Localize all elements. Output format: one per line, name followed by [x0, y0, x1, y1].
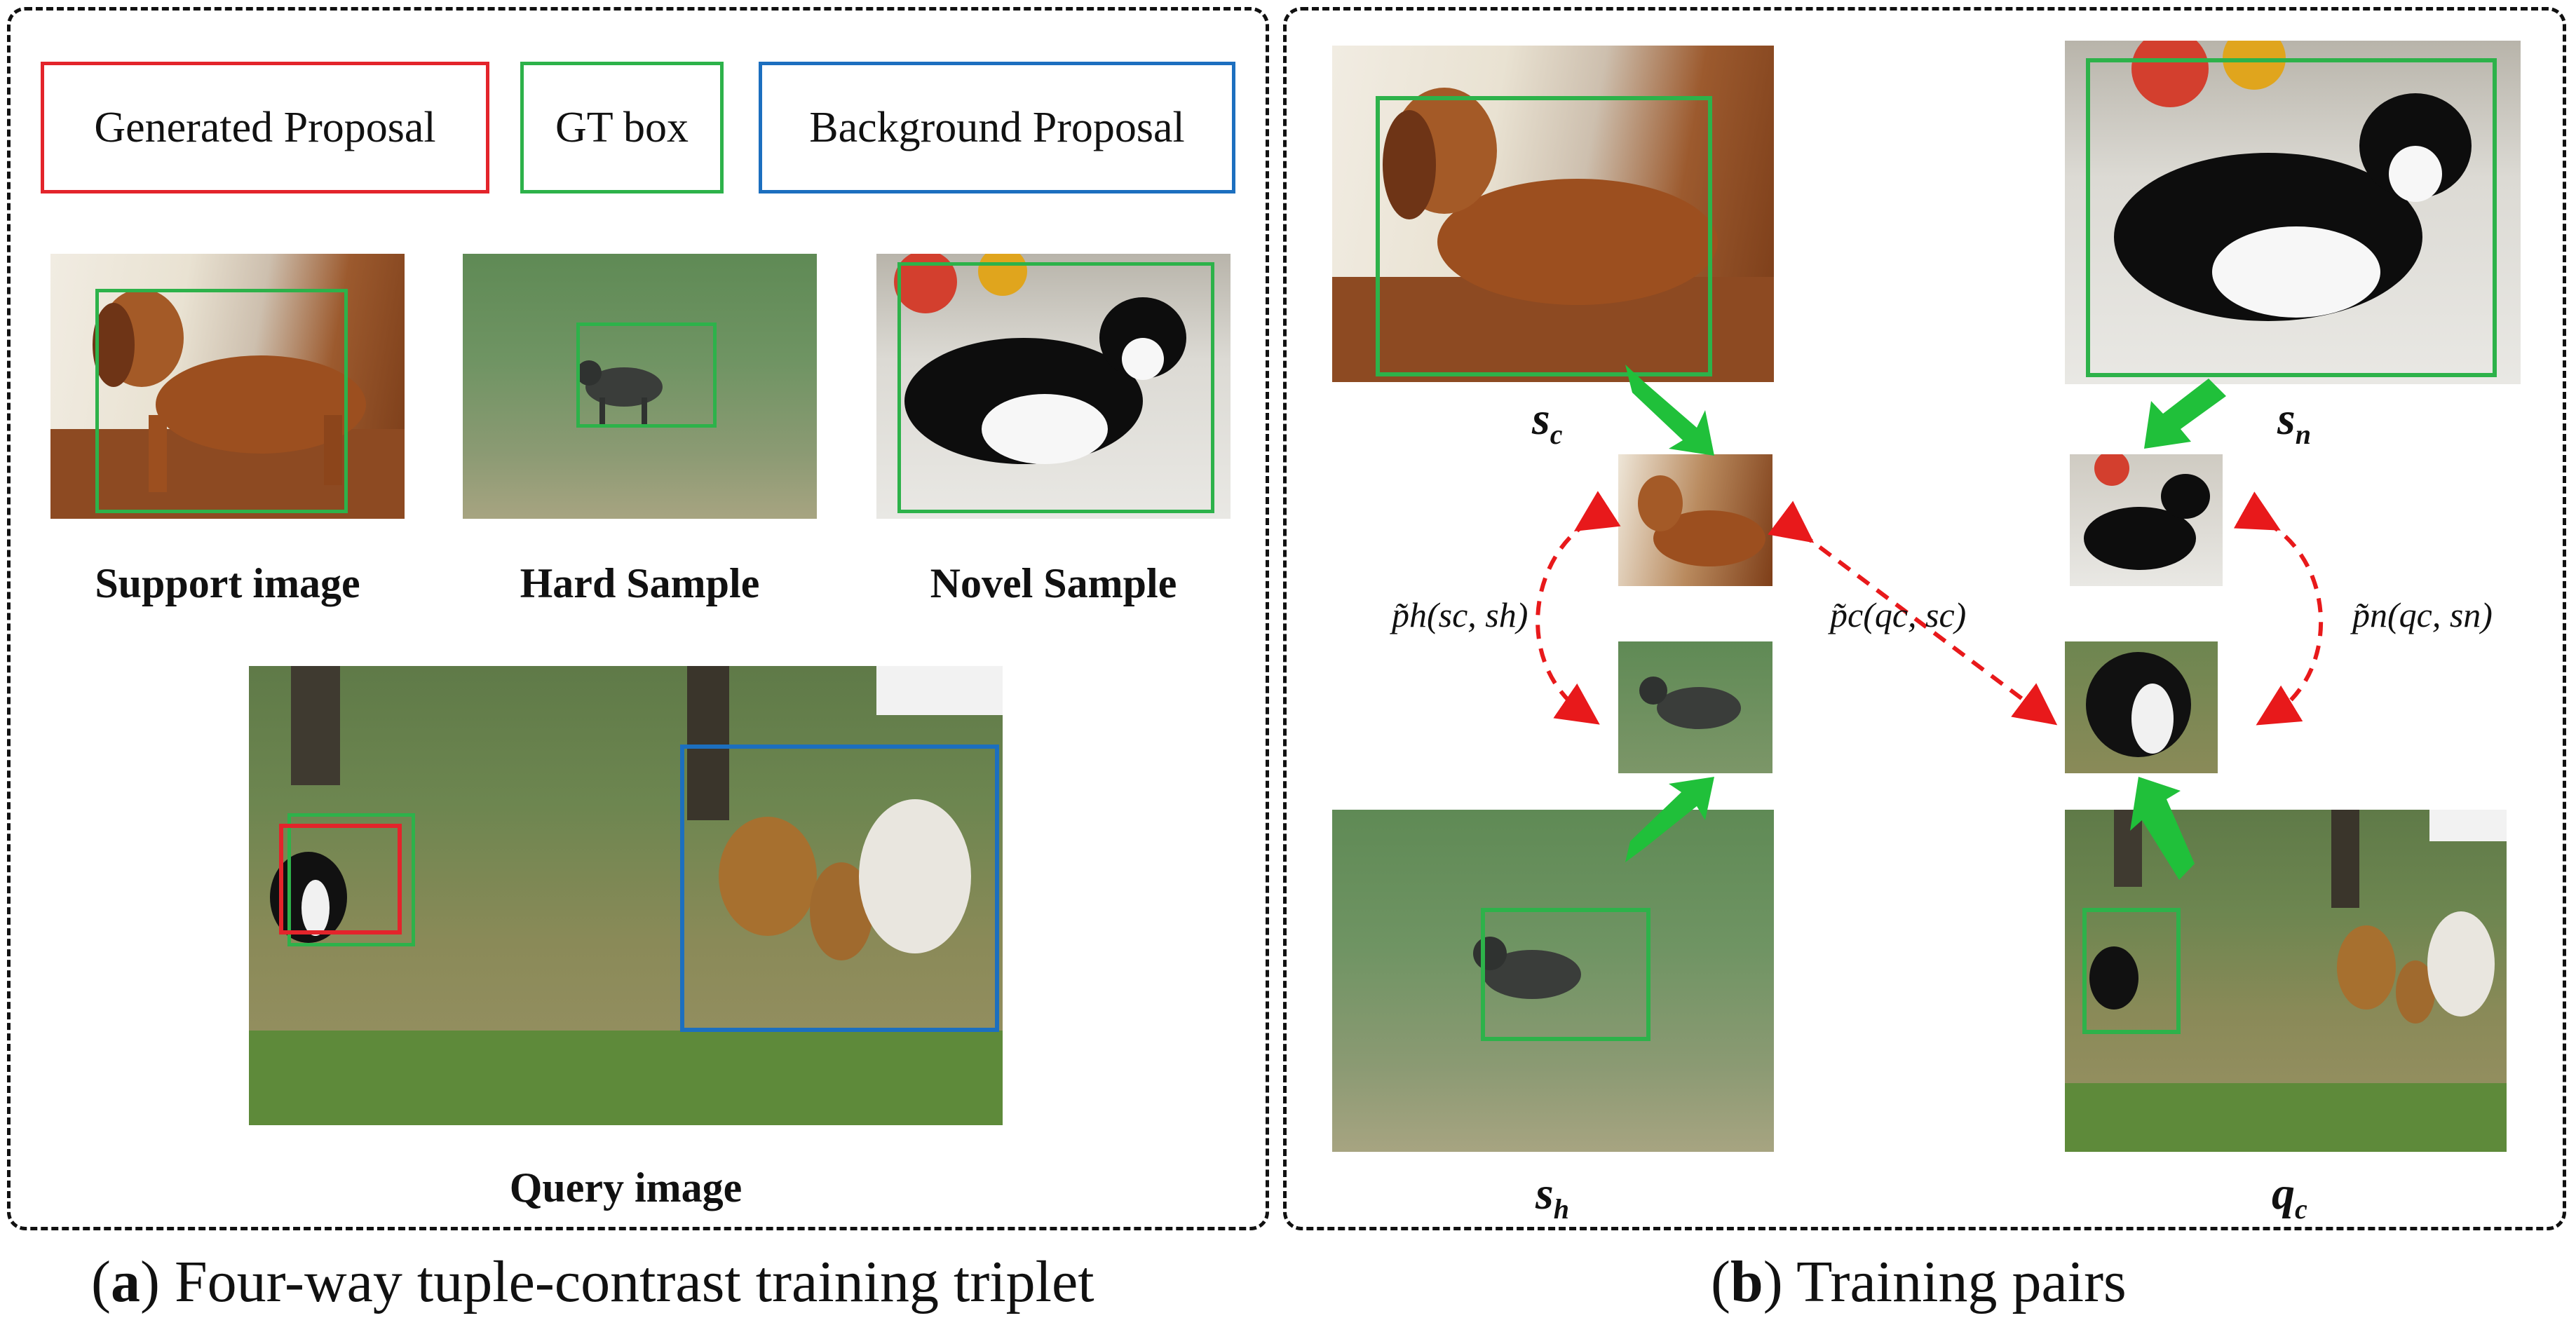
sh-main: s — [1536, 1168, 1554, 1219]
novel-sample-image — [876, 254, 1231, 519]
sh-sub: h — [1553, 1193, 1569, 1225]
pc-formula: p̃c(qc, sc) — [1830, 595, 1967, 634]
sh-crop-wolf — [1639, 677, 1741, 729]
query-scene-illustration — [249, 666, 1003, 1125]
sc-sub: c — [1550, 419, 1563, 451]
sc-crop — [1618, 454, 1772, 586]
sc-symbol: sc — [1532, 393, 1562, 451]
sn-crop — [2070, 454, 2223, 586]
qc-symbol: qc — [2272, 1167, 2307, 1225]
qc-crop-dog — [2086, 652, 2191, 757]
sn-sub: n — [2295, 419, 2311, 451]
panel-a-caption: (a) Four-way tuple-contrast training tri… — [91, 1249, 1094, 1314]
ph-formula: p̃h(sc, sh) — [1392, 595, 1528, 634]
panel-b — [1283, 7, 2566, 1230]
green-arrow-sh — [1625, 777, 1714, 862]
support-image-label: Support image — [95, 560, 360, 606]
legend-background-proposal: Background Proposal — [759, 62, 1235, 193]
legend-generated-label: Generated Proposal — [94, 103, 436, 151]
panel-b-caption: (b) Training pairs — [1711, 1249, 2127, 1314]
sh-image — [1332, 810, 1774, 1152]
hard-sample-label: Hard Sample — [520, 560, 760, 606]
green-arrow-qc — [2130, 777, 2195, 880]
qc-scene-illustration — [2065, 810, 2507, 1152]
qc-sub: c — [2295, 1193, 2307, 1225]
panel-a-caption-text: Four-way tuple-contrast training triplet — [159, 1249, 1094, 1314]
sc-image — [1332, 46, 1774, 382]
gt-box-novel — [897, 262, 1214, 513]
query-image-label: Query image — [509, 1164, 743, 1211]
query-image — [249, 666, 1003, 1125]
sn-crop-cat — [2084, 454, 2210, 570]
pn-formula: p̃n(qc, sn) — [2352, 595, 2493, 634]
panel-b-caption-text: Training pairs — [1782, 1249, 2127, 1314]
sh-crop — [1618, 641, 1772, 773]
legend-gt-box: GT box — [520, 62, 724, 193]
cat-illustration — [894, 254, 1186, 464]
red-arrow-pn — [2233, 491, 2323, 726]
sn-symbol: sn — [2277, 393, 2311, 451]
sn-cat-illustration — [2114, 41, 2472, 321]
legend-gt-label: GT box — [555, 103, 689, 151]
panel-a-letter: a — [110, 1249, 140, 1314]
hard-sample-image — [463, 254, 817, 519]
sc-main: s — [1532, 393, 1550, 444]
legend-generated-proposal: Generated Proposal — [41, 62, 489, 193]
gt-box-qc — [2082, 908, 2181, 1034]
qc-image — [2065, 810, 2507, 1152]
panel-b-letter: b — [1730, 1249, 1763, 1314]
gt-box-hard — [576, 322, 717, 428]
background-proposal-query-sheep — [680, 745, 999, 1032]
gt-box-support — [95, 289, 348, 513]
qc-main: q — [2272, 1168, 2295, 1219]
sh-symbol: sh — [1536, 1167, 1569, 1225]
sn-main: s — [2277, 393, 2296, 444]
novel-sample-label: Novel Sample — [930, 560, 1177, 606]
wolf-illustration — [576, 360, 663, 426]
support-image — [50, 254, 405, 519]
red-arrow-pc — [1768, 501, 2058, 726]
sc-dog-illustration — [1332, 88, 1774, 382]
gt-box-sc — [1376, 96, 1712, 376]
qc-crop — [2065, 641, 2218, 773]
gt-box-sh — [1481, 908, 1650, 1041]
gt-box-sn — [2086, 58, 2497, 377]
gt-box-query-dog — [287, 813, 415, 946]
sn-image — [2065, 41, 2521, 384]
green-arrow-sn — [2144, 379, 2226, 449]
panel-a — [7, 7, 1269, 1230]
red-arrow-ph — [1536, 491, 1621, 725]
green-arrow-sc — [1625, 365, 1714, 456]
generated-proposal-query-dog — [279, 824, 402, 935]
sc-crop-dog — [1638, 475, 1765, 566]
legend-background-label: Background Proposal — [809, 103, 1185, 151]
